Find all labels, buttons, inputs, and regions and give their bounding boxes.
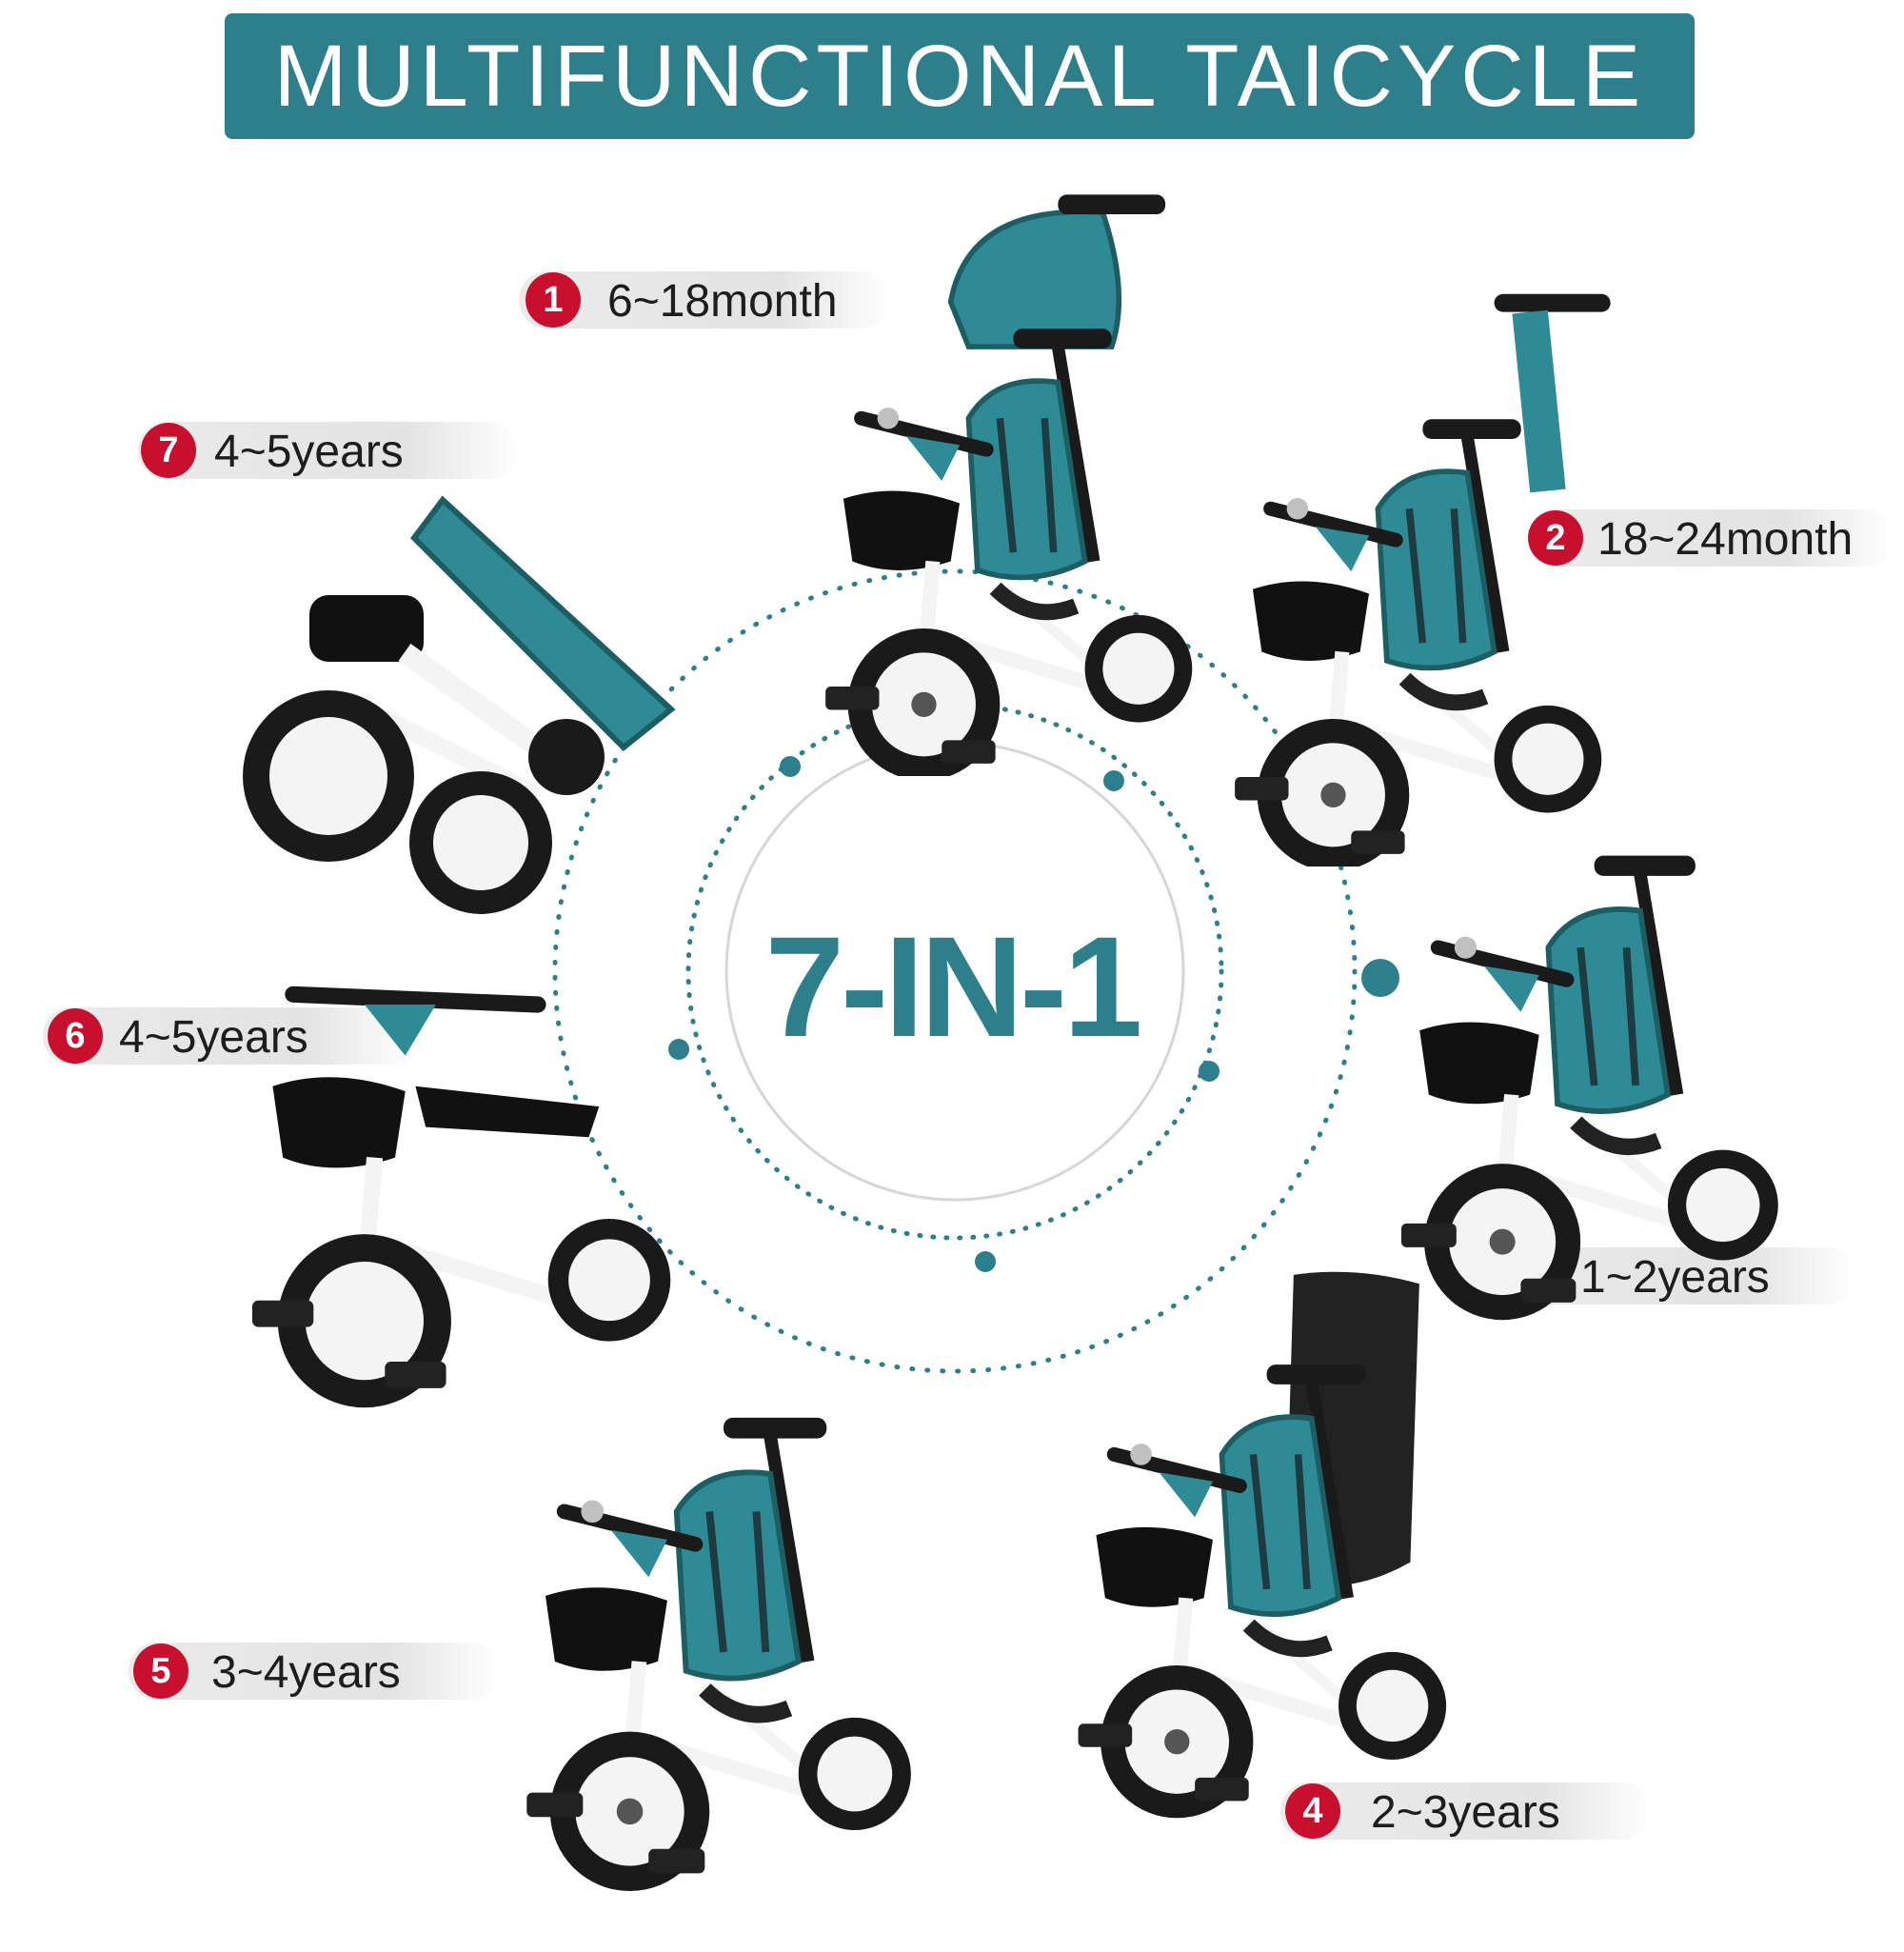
- stage-1-number-badge: 1: [526, 272, 581, 328]
- trike-stage-2-image: [1214, 293, 1611, 866]
- stage-6-label: [43, 1007, 414, 1065]
- stage-1-label: [519, 271, 890, 329]
- stage-4-number-badge: 4: [1285, 1783, 1340, 1839]
- stage-7-label: [138, 422, 519, 479]
- stage-5-number-badge: 5: [133, 1643, 188, 1699]
- stage-7-number-badge: 7: [141, 423, 196, 478]
- stage-1-age: 6~18month: [607, 276, 838, 327]
- title-banner: MULTIFUNCTIONAL TAICYCLE: [225, 13, 1695, 139]
- page-title: MULTIFUNCTIONAL TAICYCLE: [273, 27, 1646, 125]
- stage-2-number-badge: 2: [1528, 510, 1583, 566]
- seven-in-one-label: 7-IN-1: [764, 906, 1143, 1066]
- stage-2-label: [1528, 509, 1894, 567]
- stage-6-number-badge: 6: [48, 1008, 103, 1064]
- stage-4-label: [1280, 1783, 1652, 1840]
- stage-4-age: 2~3years: [1371, 1787, 1560, 1838]
- stage-7-age: 4~5years: [214, 427, 404, 477]
- trike-stage-1-image: [804, 194, 1204, 776]
- stage-6-age: 4~5years: [119, 1012, 308, 1063]
- stage-5-age: 3~4years: [211, 1647, 401, 1698]
- stage-5-label: [129, 1643, 500, 1700]
- trike-stage-6-image: [252, 986, 671, 1408]
- trike-stage-7-folded-image: [243, 495, 676, 914]
- trike-stage-4-image: [1038, 1271, 1514, 1885]
- stage-2-age: 18~24month: [1597, 514, 1854, 565]
- stage-3-age: 1~2years: [1580, 1252, 1770, 1303]
